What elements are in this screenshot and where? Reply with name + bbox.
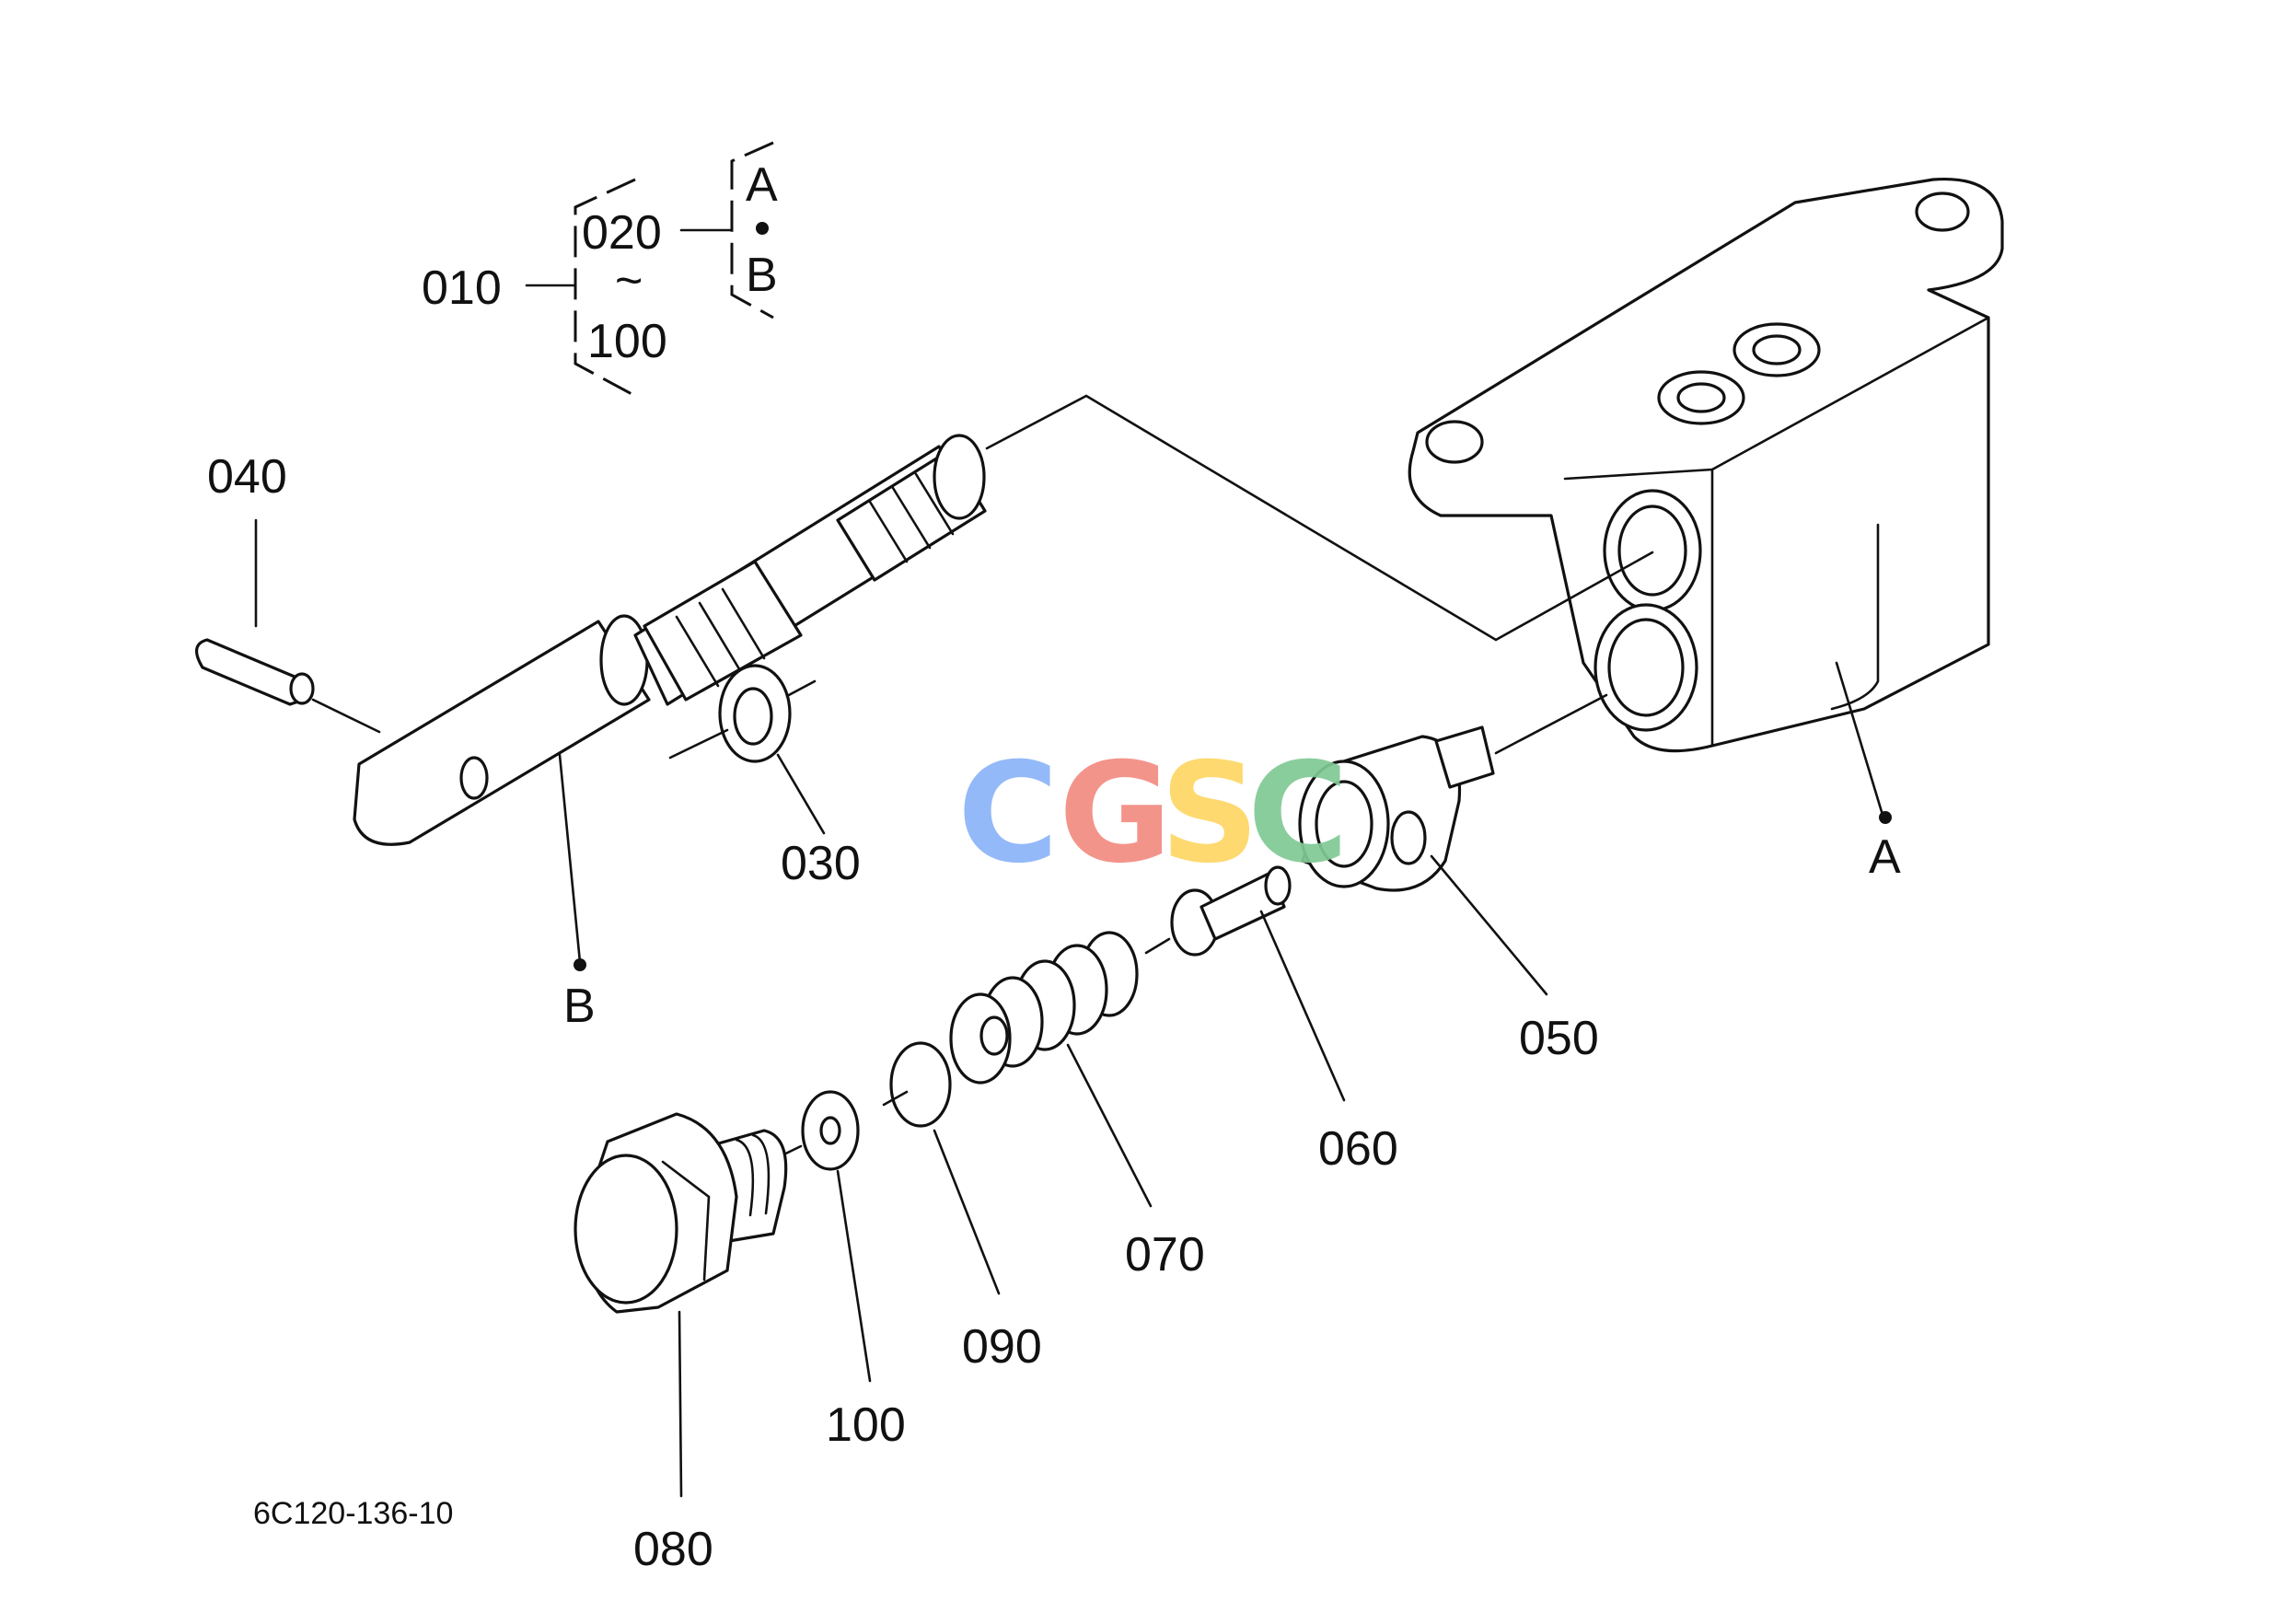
callout-range-start-label: 020 [582,206,662,260]
drawing-number: 6C120-136-10 [253,1496,453,1531]
part-label-040: 040 [207,450,287,504]
mount-hole-left [1425,420,1484,464]
callout-range-end-label: 100 [587,315,667,368]
sleeve-050: 050 [1298,693,1608,1065]
watermark-letter-2: G [1059,734,1172,894]
poppet-060: 060 [1144,865,1398,1176]
housing-ref-label: A [1869,830,1901,884]
washer-100: 100 [767,1090,906,1452]
callout-dot [756,222,769,235]
part-label-030: 030 [781,837,861,890]
callout-ref-b-label: B [746,249,778,302]
pin-040: 040 [195,450,381,734]
shaft-ref-label: B [563,980,596,1033]
part-label-050: 050 [1519,1012,1599,1065]
shaft-pin-hole [459,756,489,800]
disc-090: 090 [882,1041,1042,1374]
clip-030: 030 [668,664,861,890]
valve-shaft: B [353,434,987,1033]
assembly-centerline [985,394,1654,642]
part-label-090: 090 [962,1320,1042,1374]
part-label-080: 080 [633,1523,713,1576]
callout-ref-a-label: A [746,158,778,212]
plug-080: 080 [574,1112,788,1576]
mount-hole-right [1915,191,1970,232]
callout-tilde: ~ [615,254,643,307]
watermark-letter-3: S [1160,734,1259,894]
part-label-070: 070 [1125,1228,1205,1282]
part-label-100: 100 [826,1398,906,1452]
watermark-letter-1: C [957,734,1059,894]
callout-bracket-right [730,141,774,319]
watermark-letter-4: C [1247,734,1349,894]
part-label-060: 060 [1318,1122,1398,1176]
spring-070: 070 [949,931,1205,1282]
callout-root-label: 010 [422,261,502,315]
watermark: C G S C [957,734,1349,894]
valve-housing: A [1408,177,2004,884]
callout-bracket-group: 010 020 ~ 100 A B [422,141,778,398]
